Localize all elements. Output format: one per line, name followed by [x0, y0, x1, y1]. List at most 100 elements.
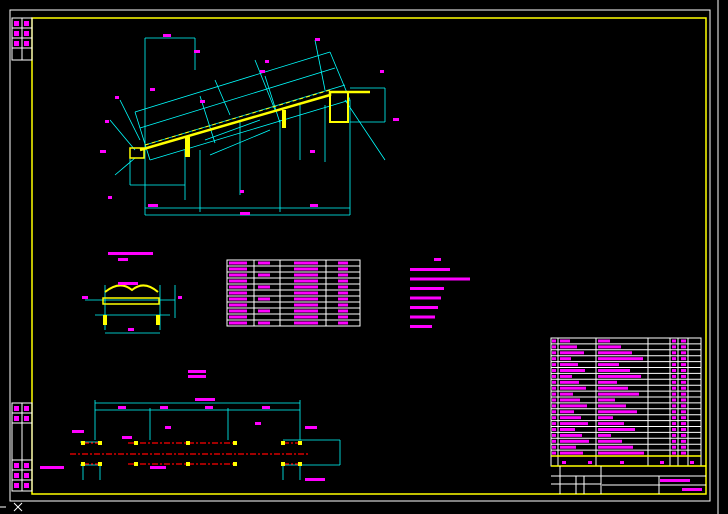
text-glyph: [681, 416, 686, 420]
text-glyph: [294, 273, 318, 277]
text-glyph: [560, 439, 589, 443]
text-glyph: [178, 296, 182, 299]
text-glyph: [552, 369, 556, 372]
left-title-strip-bottom: [11, 402, 33, 492]
text-glyph: [14, 31, 19, 36]
text-glyph: [315, 38, 320, 41]
text-glyph: [552, 380, 556, 384]
text-glyph: [105, 120, 109, 123]
text-glyph: [262, 406, 270, 409]
text-glyph: [672, 410, 676, 414]
text-glyph: [560, 428, 575, 431]
text-glyph: [560, 422, 588, 426]
text-glyph: [294, 315, 318, 319]
text-glyph: [560, 374, 572, 378]
text-glyph: [552, 374, 556, 378]
text-glyph: [682, 488, 702, 491]
text-glyph: [229, 315, 247, 319]
text-glyph: [338, 273, 348, 277]
text-glyph: [24, 473, 29, 478]
text-glyph: [672, 451, 676, 455]
text-glyph: [552, 363, 556, 367]
text-glyph: [229, 309, 247, 313]
text-glyph: [14, 41, 19, 46]
text-glyph: [560, 363, 578, 367]
text-glyph: [338, 261, 348, 265]
support-leg: [185, 137, 190, 157]
text-glyph: [660, 461, 664, 464]
text-glyph: [672, 357, 676, 361]
text-glyph: [165, 426, 171, 429]
text-glyph: [681, 351, 686, 355]
text-glyph: [258, 285, 270, 289]
text-glyph: [560, 351, 584, 355]
text-glyph: [24, 21, 29, 26]
text-glyph: [681, 410, 686, 414]
text-glyph: [258, 321, 270, 325]
inner-frame: [31, 17, 707, 495]
technical-notes: [410, 258, 470, 328]
text-glyph: [690, 461, 694, 464]
text-glyph: [338, 267, 348, 271]
text-glyph: [560, 380, 579, 384]
support-leg: [282, 110, 286, 128]
text-glyph: [681, 357, 686, 361]
text-glyph: [681, 451, 686, 455]
text-glyph: [672, 363, 676, 367]
text-glyph: [305, 426, 317, 429]
text-glyph: [338, 303, 348, 307]
text-glyph: [148, 204, 158, 207]
text-glyph: [552, 445, 556, 449]
text-glyph: [598, 410, 637, 414]
text-glyph: [150, 88, 155, 91]
text-glyph: [598, 357, 643, 361]
text-glyph: [598, 374, 641, 378]
text-glyph: [560, 404, 587, 408]
text-glyph: [681, 339, 686, 343]
text-glyph: [672, 351, 676, 355]
text-glyph: [24, 463, 29, 468]
text-glyph: [681, 392, 686, 396]
text-glyph: [560, 416, 581, 420]
text-glyph: [258, 309, 270, 313]
text-glyph: [380, 70, 384, 73]
text-glyph: [410, 277, 470, 281]
text-glyph: [588, 461, 592, 464]
text-glyph: [681, 374, 686, 378]
text-glyph: [294, 285, 318, 289]
text-glyph: [118, 406, 126, 409]
text-glyph: [240, 190, 244, 193]
tail-pulley: [129, 147, 145, 159]
text-glyph: [229, 291, 247, 295]
text-glyph: [560, 339, 570, 343]
text-glyph: [672, 392, 676, 396]
text-glyph: [672, 439, 676, 443]
text-glyph: [229, 279, 247, 283]
text-glyph: [122, 436, 132, 439]
text-glyph: [672, 416, 676, 420]
text-glyph: [229, 273, 247, 277]
text-glyph: [672, 345, 676, 349]
text-glyph: [552, 351, 556, 355]
text-glyph: [672, 422, 676, 426]
text-glyph: [681, 380, 686, 384]
text-glyph: [598, 351, 632, 355]
text-glyph: [229, 261, 247, 265]
text-glyph: [598, 422, 624, 426]
text-glyph: [260, 70, 265, 73]
text-glyph: [552, 410, 556, 414]
text-glyph: [560, 445, 576, 449]
conveyor-elevation-view: [109, 37, 386, 216]
text-glyph: [672, 374, 676, 378]
text-glyph: [338, 285, 348, 289]
text-glyph: [552, 451, 556, 455]
text-glyph: [660, 479, 690, 482]
text-glyph: [14, 483, 19, 488]
text-glyph: [195, 398, 215, 401]
text-glyph: [24, 31, 29, 36]
text-glyph: [672, 386, 676, 390]
text-glyph: [163, 34, 171, 37]
text-glyph: [24, 483, 29, 488]
text-glyph: [338, 309, 348, 313]
